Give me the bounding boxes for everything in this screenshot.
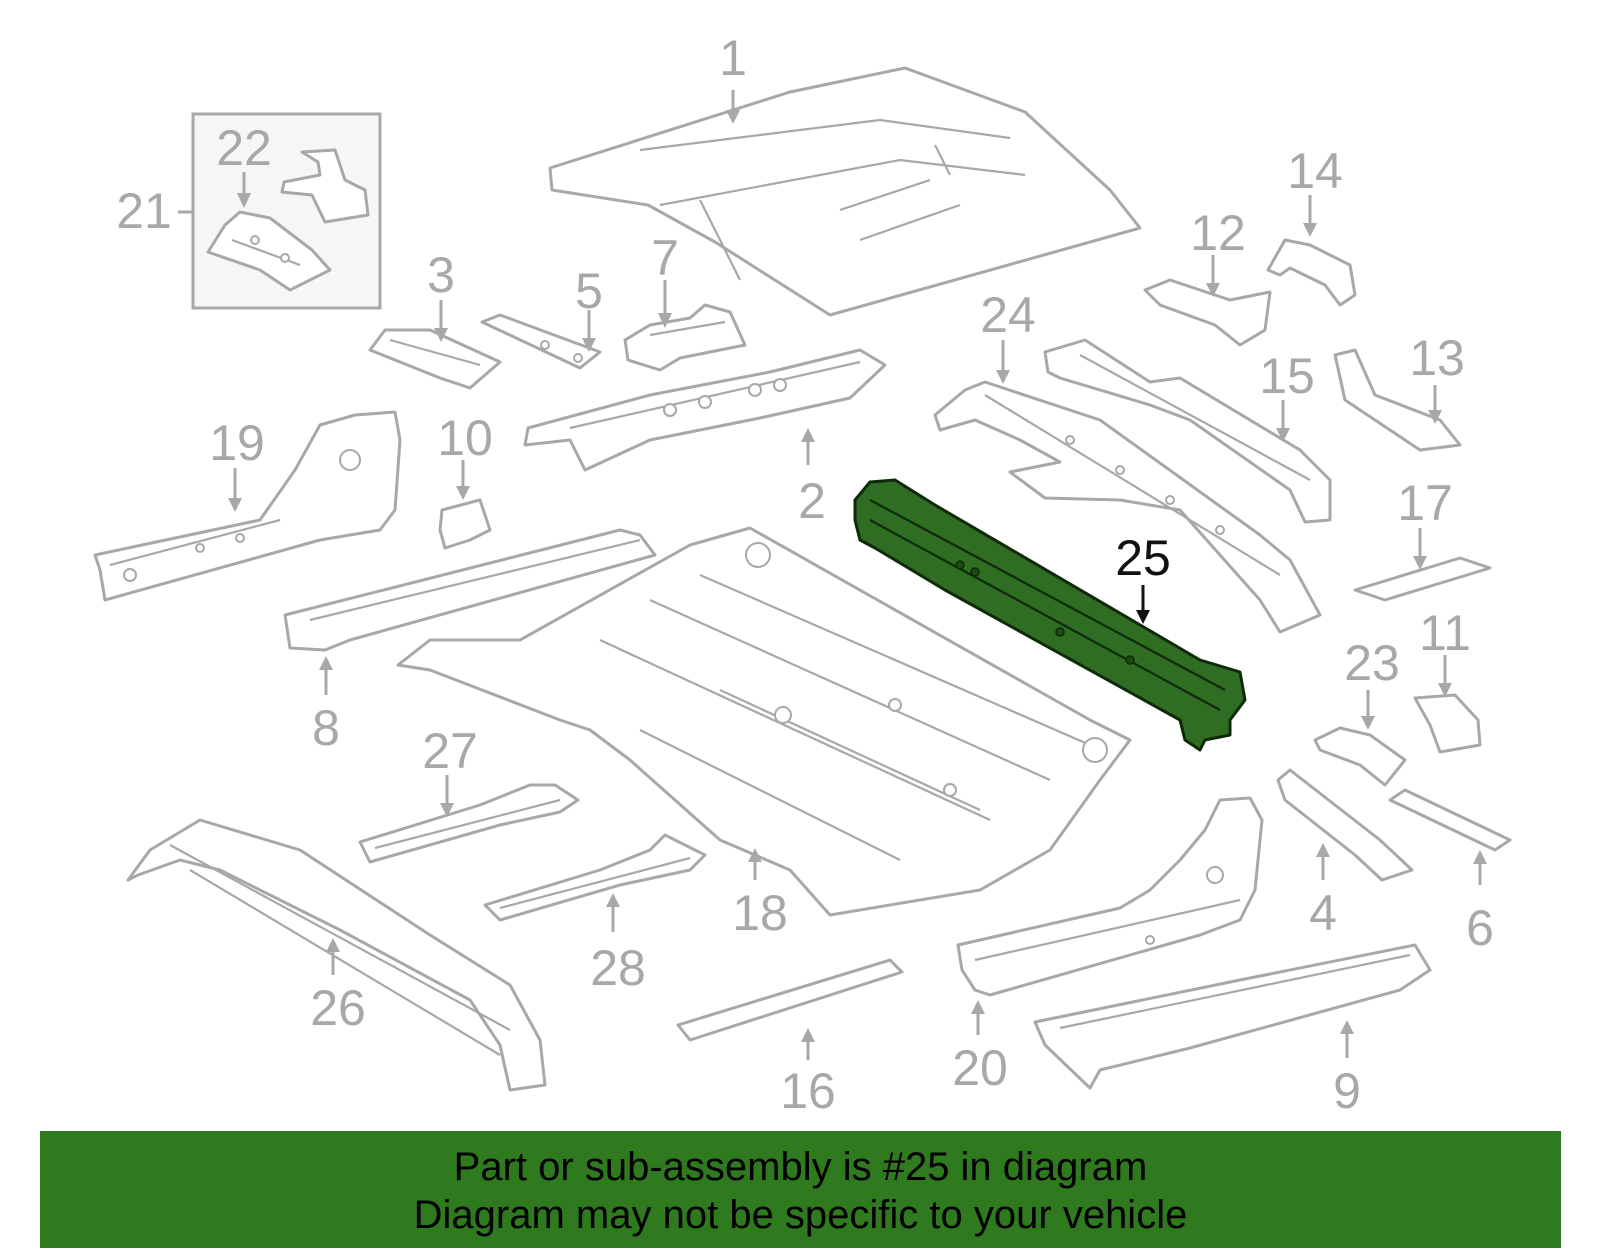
part-18-center-floor[interactable] — [396, 526, 1132, 917]
leader-1 — [726, 90, 740, 124]
leader-14 — [1303, 195, 1317, 237]
part-1-floor-pan[interactable] — [548, 66, 1142, 317]
leader-28 — [606, 893, 620, 932]
leader-6 — [1473, 850, 1487, 885]
part-6-strip[interactable] — [1388, 788, 1512, 852]
callout-5: 5 — [575, 263, 603, 319]
leader-22 — [237, 172, 251, 208]
callout-26: 26 — [310, 980, 366, 1036]
callout-8: 8 — [312, 700, 340, 756]
part-2-crossmember[interactable] — [523, 348, 887, 472]
part-11-bracket[interactable] — [1413, 693, 1482, 754]
leader-2 — [801, 428, 815, 465]
leader-20 — [971, 1000, 985, 1035]
leader-18 — [748, 848, 762, 880]
leader-8 — [319, 656, 333, 695]
callout-6: 6 — [1466, 900, 1494, 956]
part-8-rail[interactable] — [283, 528, 657, 652]
leader-13 — [1428, 385, 1442, 424]
leader-3 — [434, 300, 448, 342]
callout-18: 18 — [732, 885, 788, 941]
part-21-bracket[interactable] — [280, 148, 370, 224]
part-4-rail[interactable] — [1276, 768, 1414, 882]
callout-7: 7 — [651, 230, 679, 286]
callout-11: 11 — [1419, 605, 1471, 661]
callout-20: 20 — [952, 1040, 1008, 1096]
leader-23 — [1361, 690, 1375, 730]
callout-28: 28 — [590, 940, 646, 996]
part-9-rail[interactable] — [1033, 943, 1432, 1090]
part-7-bracket[interactable] — [623, 303, 747, 372]
part-25-crossmember-highlighted[interactable] — [853, 478, 1247, 752]
banner-line-1: Part or sub-assembly is #25 in diagram — [453, 1145, 1148, 1189]
leader-27 — [440, 775, 454, 817]
callout-16: 16 — [780, 1063, 836, 1119]
part-28-bracket[interactable] — [483, 833, 707, 922]
part-26-rail[interactable] — [126, 818, 547, 1092]
callout-12: 12 — [1190, 205, 1246, 261]
callout-23: 23 — [1344, 635, 1400, 691]
part-12-bracket[interactable] — [1143, 278, 1272, 347]
leader-19 — [228, 468, 242, 512]
part-3-bracket[interactable] — [368, 328, 502, 390]
part-14-bracket[interactable] — [1266, 238, 1357, 307]
leader-11 — [1438, 655, 1452, 697]
callout-2: 2 — [798, 473, 826, 529]
leader-15 — [1276, 400, 1290, 442]
callout-14: 14 — [1287, 143, 1343, 199]
callout-21: 21 — [116, 183, 172, 239]
callout-19: 19 — [209, 415, 265, 471]
part-20-sill[interactable] — [956, 796, 1264, 997]
part-27-bracket[interactable] — [358, 783, 580, 864]
callout-15: 15 — [1259, 348, 1315, 404]
callout-22: 22 — [216, 120, 272, 176]
callout-9: 9 — [1333, 1063, 1361, 1119]
banner-line-2: Diagram may not be specific to your vehi… — [413, 1193, 1188, 1237]
leader-16 — [801, 1028, 815, 1060]
leader-9 — [1340, 1020, 1354, 1058]
leader-10 — [456, 460, 470, 500]
part-5-strip[interactable] — [480, 313, 602, 370]
part-16-strip[interactable] — [676, 958, 904, 1042]
part-15-rail[interactable] — [1043, 338, 1332, 524]
callout-10: 10 — [437, 410, 493, 466]
callout-24: 24 — [980, 287, 1036, 343]
part-19-sill[interactable] — [93, 410, 402, 602]
info-banner: Part or sub-assembly is #25 in diagram D… — [40, 1131, 1561, 1248]
callout-4: 4 — [1309, 885, 1337, 941]
leader-5 — [582, 310, 596, 352]
part-24-rail[interactable] — [933, 380, 1322, 634]
callout-17: 17 — [1397, 475, 1453, 531]
leader-26 — [326, 938, 340, 975]
leader-17 — [1413, 528, 1427, 570]
callout-13: 13 — [1409, 330, 1465, 386]
part-22-bracket[interactable] — [206, 210, 332, 292]
leader-25 — [1136, 585, 1150, 624]
callout-25: 25 — [1115, 530, 1171, 586]
callout-27: 27 — [422, 723, 478, 779]
part-10-bracket[interactable] — [438, 498, 492, 550]
leader-7 — [658, 280, 672, 328]
part-17-strip[interactable] — [1353, 556, 1492, 602]
part-13-bracket[interactable] — [1333, 348, 1462, 452]
leader-12 — [1206, 255, 1220, 297]
leader-4 — [1316, 843, 1330, 880]
leader-24 — [996, 340, 1010, 384]
part-23-bracket[interactable] — [1313, 726, 1407, 787]
callout-3: 3 — [427, 247, 455, 303]
callout-1: 1 — [719, 30, 747, 86]
